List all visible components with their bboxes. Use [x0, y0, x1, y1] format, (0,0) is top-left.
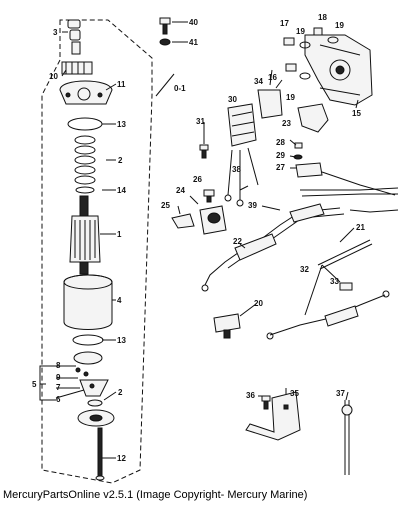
terminal-block[interactable] [257, 69, 283, 119]
callout-labels: 1 2 2 3 4 5 6 7 8 9 10 11 12 13 13 14 15… [32, 13, 365, 463]
thrust-washer[interactable] [75, 186, 95, 194]
starter-armature[interactable] [69, 195, 101, 275]
callout-6: 6 [56, 395, 61, 404]
callout-2: 2 [118, 156, 123, 165]
callout-18: 18 [318, 13, 327, 22]
callout-7: 7 [56, 383, 61, 392]
upper-seal-ring[interactable] [67, 117, 103, 131]
callout-5: 5 [32, 380, 37, 389]
short-battery-cable[interactable] [317, 239, 373, 270]
callout-34: 34 [254, 77, 263, 86]
callout-24: 24 [176, 186, 185, 195]
callout-39: 39 [248, 201, 257, 210]
wiring-harness[interactable] [201, 203, 399, 292]
callout-20: 20 [254, 299, 263, 308]
small-screw-washer[interactable] [293, 142, 303, 160]
callout-30: 30 [228, 95, 237, 104]
callout-26: 26 [193, 175, 202, 184]
callout-8: 8 [56, 361, 61, 370]
callout-19: 19 [335, 21, 344, 30]
starter-frame-housing[interactable] [63, 274, 113, 330]
callout-31: 31 [196, 117, 205, 126]
image-caption: MercuryPartsOnline v2.5.1 (Image Copyrig… [3, 489, 308, 501]
callout-3: 3 [53, 28, 58, 37]
callout-38: 38 [232, 165, 241, 174]
starter-upper-end-cap[interactable] [59, 80, 113, 105]
fuse-lead[interactable] [266, 290, 390, 340]
bracket-screw[interactable] [261, 395, 271, 410]
callout-29: 29 [276, 151, 285, 160]
callout-2b: 2 [118, 388, 123, 397]
callout-35: 35 [290, 389, 299, 398]
callout-12: 12 [117, 454, 126, 463]
battery-leads[interactable] [300, 187, 399, 197]
callout-1: 1 [117, 230, 122, 239]
fuse[interactable] [339, 282, 353, 291]
starter-solenoid[interactable] [227, 103, 257, 147]
through-bolt[interactable] [95, 427, 105, 481]
solenoid-clip[interactable] [297, 103, 329, 133]
top-lockwasher[interactable] [159, 38, 171, 46]
callout-15: 15 [352, 109, 361, 118]
callout-27: 27 [276, 163, 285, 172]
callout-17: 17 [280, 19, 289, 28]
fuse-holder[interactable] [295, 162, 396, 196]
callout-40: 40 [189, 18, 198, 27]
leader-lines [39, 21, 359, 459]
leader-32 [304, 264, 341, 316]
harness-bracket[interactable] [245, 391, 301, 441]
callout-28: 28 [276, 138, 285, 147]
callout-13: 13 [117, 120, 126, 129]
spacer-washers[interactable] [74, 135, 96, 185]
callout-23: 23 [282, 119, 291, 128]
bracket-bolts[interactable] [283, 27, 323, 72]
callout-9: 9 [56, 373, 61, 382]
callout-32: 32 [300, 265, 309, 274]
callout-33: 33 [330, 277, 339, 286]
callout-14: 14 [117, 186, 126, 195]
starter-lower-end-cap[interactable] [77, 409, 115, 427]
callout-13b: 13 [117, 336, 126, 345]
callout-37: 37 [336, 389, 345, 398]
callout-11: 11 [117, 80, 126, 89]
callout-19b: 19 [296, 27, 305, 36]
rectifier-clip[interactable] [171, 213, 195, 229]
lower-washer[interactable] [87, 399, 103, 407]
callout-36: 36 [246, 391, 255, 400]
callout-4: 4 [117, 296, 122, 305]
callout-21: 21 [356, 223, 365, 232]
callout-25: 25 [161, 201, 170, 210]
lower-seal-ring[interactable] [72, 334, 104, 346]
top-bolt[interactable] [159, 17, 171, 35]
cable-tie[interactable] [341, 400, 353, 475]
brush-plate-assembly[interactable] [73, 351, 109, 397]
mounting-screw[interactable] [199, 144, 209, 159]
starter-drive-gear[interactable] [61, 61, 93, 75]
rectifier-bracket[interactable] [199, 189, 227, 235]
callout-41: 41 [189, 38, 198, 47]
solenoid-leads[interactable] [224, 147, 259, 207]
callout-0-1: 0-1 [174, 84, 186, 93]
callout-22: 22 [233, 237, 242, 246]
bracket-washers[interactable] [299, 36, 339, 80]
starter-assembly-boundary [41, 19, 153, 484]
mounting-bracket[interactable] [304, 34, 373, 106]
neutral-switch[interactable] [213, 313, 241, 339]
starter-bendix-cap[interactable] [67, 19, 81, 55]
callout-16: 16 [268, 73, 277, 82]
callout-10: 10 [49, 72, 58, 81]
callout-19c: 19 [286, 93, 295, 102]
